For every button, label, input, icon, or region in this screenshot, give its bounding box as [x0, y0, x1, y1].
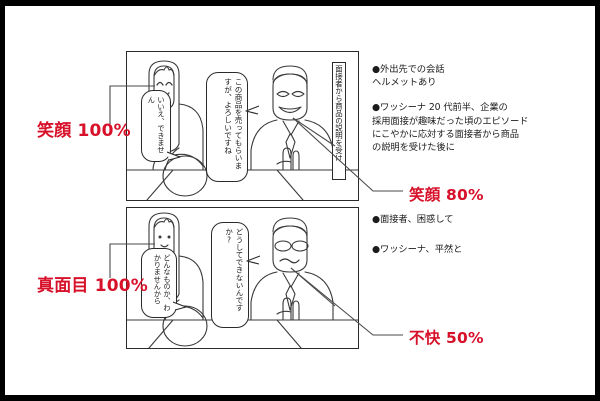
callout-smile-100: 笑顔 100% [37, 121, 131, 141]
balloon-tail-interviewer-top [245, 105, 260, 115]
panel-top-vertical-caption: 面接者から商品の説明を受け [332, 62, 346, 180]
note-top-2-line-1: ●ワッシーナ 20 代前半、企業の [372, 102, 508, 114]
note-top-1-line-1: ●外出先での会話 [372, 64, 445, 75]
note-bottom-1: ●面接者、困惑して [372, 214, 454, 225]
balloon-tail-woman-bottom [173, 301, 187, 311]
panel-bottom-artwork [127, 212, 358, 348]
note-bottom-2: ●ワッシーナ、平然と [372, 244, 463, 256]
callout-unpleasant-50: 不快 50% [409, 329, 484, 347]
speech-balloon-interviewer-bottom: どうしてできないんですか? [211, 222, 249, 328]
callout-serious-100: 真面目 100% [37, 276, 149, 296]
speech-balloon-interviewer-top: この商品を売ってもらいますが、よろしいですね [206, 72, 248, 182]
balloon-tail-interviewer-bottom [246, 255, 261, 265]
page-canvas: 面接者から商品の説明を受け いいえ、できません この商品を売ってもらいますが、よ… [5, 6, 595, 395]
balloon-tail-woman-top [167, 151, 181, 161]
comic-panel-top: 面接者から商品の説明を受け いいえ、できません この商品を売ってもらいますが、よ… [126, 51, 359, 201]
speech-balloon-woman-bottom: どんなものか、わかりませんから [141, 248, 177, 318]
note-top-2-line-4: の説明を受けた後に [372, 142, 455, 154]
notes-top: ●外出先での会話 ヘルメットあり ●ワッシーナ 20 代前半、企業の 採用面接が… [372, 63, 587, 154]
notes-bottom: ●面接者、困惑して ●ワッシーナ、平然と [372, 213, 587, 256]
note-top-1-line-2: ヘルメットあり [372, 77, 437, 89]
note-top-2-line-2: 採用面接が趣味だった頃のエピソード [372, 115, 529, 127]
comic-panel-bottom: どんなものか、わかりませんから どうしてできないんですか? [126, 207, 359, 349]
callout-smile-80: 笑顔 80% [409, 186, 484, 204]
note-top-2-line-3: にこやかに応対する面接者から商品 [372, 128, 519, 140]
